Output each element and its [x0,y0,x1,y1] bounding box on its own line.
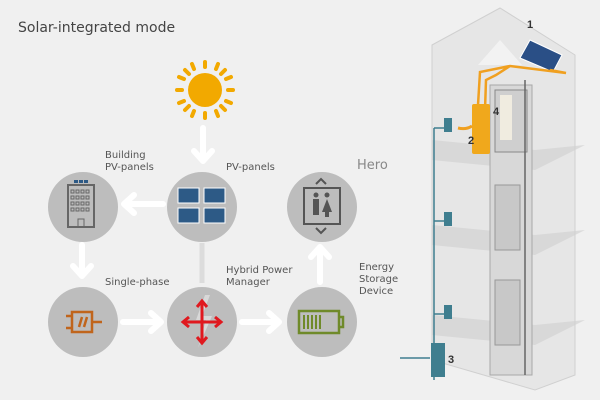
elevator-icon [303,177,341,235]
arrow-storage-to-hero [308,244,332,285]
node-building-pv [48,172,118,242]
node-single-phase [48,287,118,357]
callout-4: 4 [493,106,500,118]
power-wiring [400,127,446,380]
label-hero: Hero [357,158,388,173]
callout-2: 2 [468,135,474,147]
battery-icon [297,309,345,335]
label-hybrid-power-manager: Hybrid Power Manager [226,265,293,288]
node-energy-storage [287,287,357,357]
building-illustration [400,7,585,391]
label-building-pv-panels: Building PV-panels [105,150,154,173]
label-energy-storage-device: Energy Storage Device [359,262,399,297]
shaft-door [494,184,521,251]
diagram-title: Solar-integrated mode [18,20,176,36]
wall-outlet [444,118,452,132]
callout-1: 1 [527,19,533,31]
label-pv-panels: PV-panels [226,162,275,173]
solar-panels-icon [177,187,226,224]
arrow-building-to-single-phase [70,242,94,279]
plug-icon [66,310,102,334]
arrow-pv-to-building [121,192,166,216]
solar-cable [476,64,567,111]
arrow-sun-to-pv [191,125,215,164]
arrow-hybrid-to-storage [239,310,282,334]
building-icon [67,180,95,228]
wall-outlet [444,305,452,319]
shaft-door [494,279,521,346]
node-pv-panels [167,172,237,242]
sun-icon [175,60,235,120]
energy-storage-unit [431,343,445,377]
hybrid-power-icon [180,295,224,348]
hybrid-power-manager-unit [472,104,490,154]
wall-outlet [444,212,452,226]
label-single-phase: Single-phase [105,277,170,288]
callout-3: 3 [448,354,454,366]
arrow-single-phase-to-hybrid [120,310,164,334]
flow-arrows [70,125,332,334]
